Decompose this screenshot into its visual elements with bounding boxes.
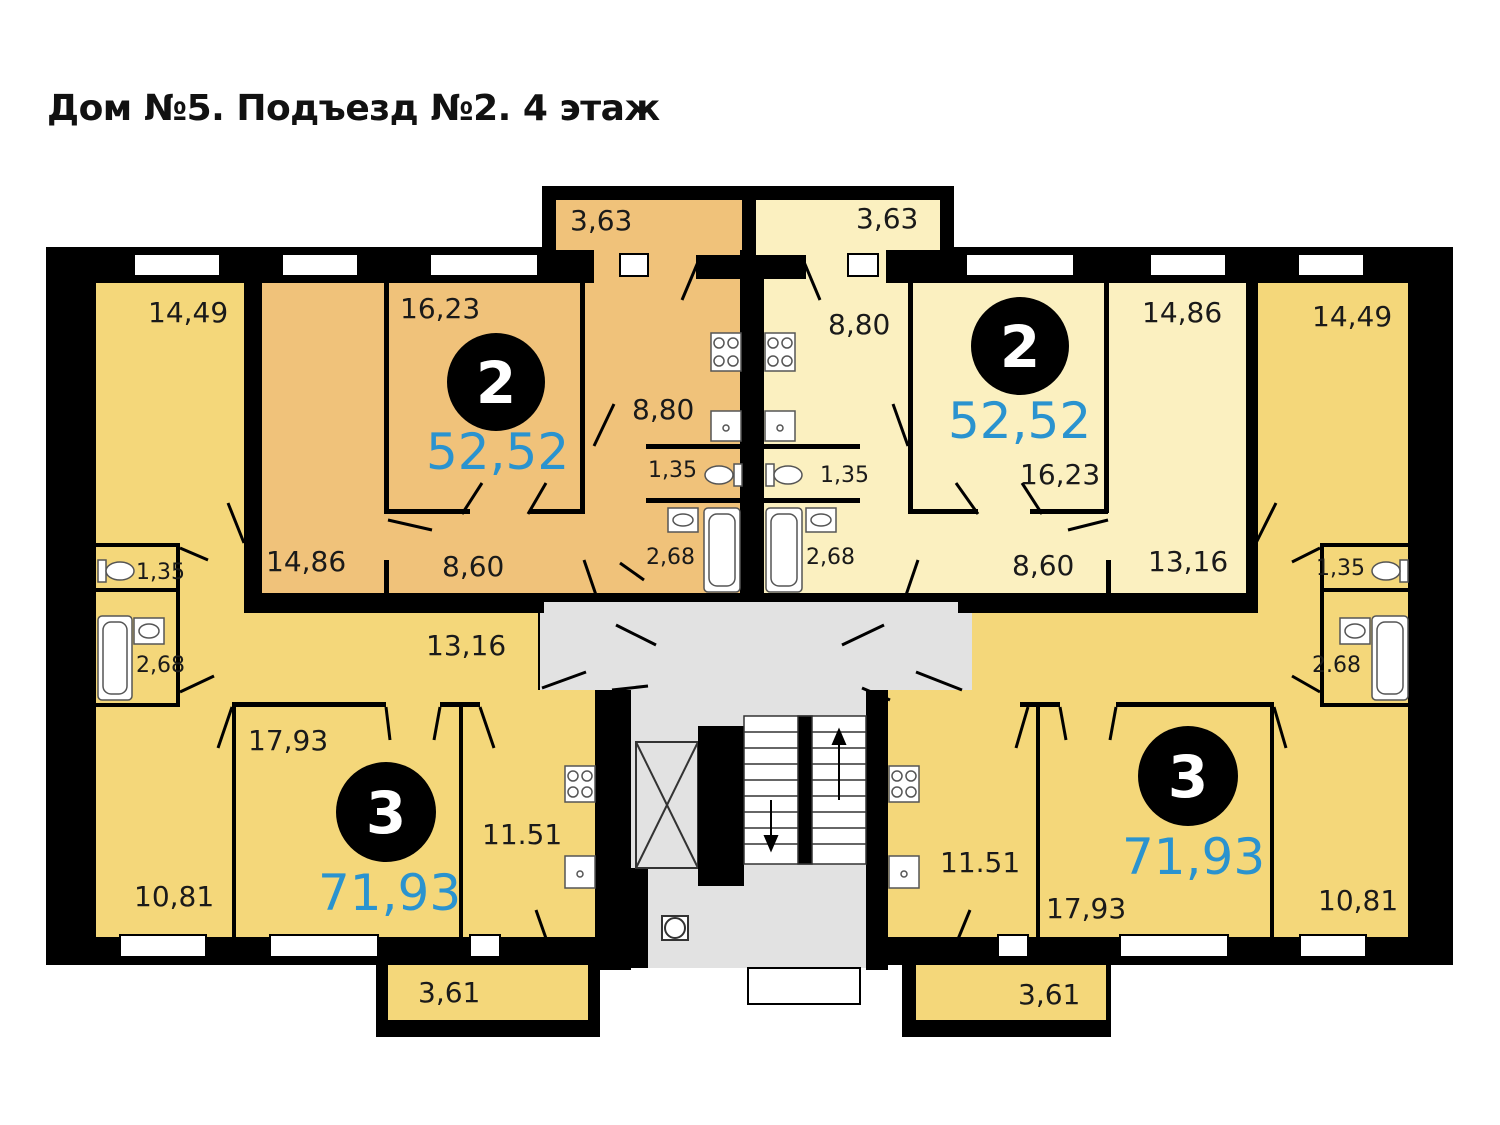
washbasin-icons [133,507,1371,645]
bathroom-area: 1,35 [648,458,697,483]
total-area-apt1: 52,52 [426,423,569,481]
bathroom-area: 1,35 [1316,556,1365,581]
room-area: 3,63 [856,202,918,235]
apartment-3-right-fill [888,283,1408,1020]
room-area: 11.51 [482,818,562,851]
rooms-count-apt3: 3 [366,779,406,847]
room-area: 10,81 [134,880,214,913]
room-area: 14,86 [266,545,346,578]
room-area: 14,49 [1312,300,1392,333]
room-area: 10,81 [1318,884,1398,917]
kitchen-stove-icons [564,332,920,803]
rooms-badge-apt1 [447,333,545,431]
room-area: 17,93 [1046,892,1126,925]
room-area: 16,23 [1020,458,1100,491]
room-area: 13,16 [1148,545,1228,578]
kitchen-sink-icons [564,410,920,889]
bathroom-area: 1,35 [136,560,185,585]
room-area: 17,93 [248,724,328,757]
rooms-count-apt4: 3 [1168,743,1208,811]
windows [119,253,1367,1005]
stair-direction-arrows [763,727,847,853]
stairs [743,715,867,865]
room-area: 3,61 [418,976,480,1009]
room-area: 8,80 [632,393,694,426]
total-area-apt4: 71,93 [1122,828,1265,886]
room-area: 8,80 [828,308,890,341]
page-title: Дом №5. Подъезд №2. 4 этаж [47,88,660,129]
room-area: 13,16 [426,629,506,662]
room-area: 8,60 [442,550,504,583]
garbage-chute-icon [661,915,689,941]
total-area-apt3: 71,93 [318,864,461,922]
bathroom-area: 2.68 [1312,653,1361,678]
rooms-badge-apt2 [971,297,1069,395]
rooms-badge-apt4 [1138,726,1238,826]
rooms-count-apt2: 2 [1000,313,1040,381]
bathroom-area: 2,68 [646,545,695,570]
total-area-apt2: 52,52 [948,392,1091,450]
door-lines [179,261,1321,945]
room-area: 14,86 [1142,296,1222,329]
room-area: 16,23 [400,292,480,325]
rooms-count-apt1: 2 [476,349,516,417]
interior-walls [96,255,1408,970]
bathtub-icons [97,507,1409,701]
elevator-wall [698,726,744,886]
room-area: 8,60 [1012,549,1074,582]
room-area: 11.51 [940,846,1020,879]
bathroom-area: 2,68 [806,545,855,570]
rooms-badge-apt3 [336,762,436,862]
room-area: 14,49 [148,296,228,329]
toilet-icons [97,463,1409,583]
bathroom-area: 2,68 [136,653,185,678]
room-area: 3,61 [1018,978,1080,1011]
elevator-shaft [635,741,699,869]
bathroom-area: 1,35 [820,463,869,488]
room-area: 3,63 [570,204,632,237]
